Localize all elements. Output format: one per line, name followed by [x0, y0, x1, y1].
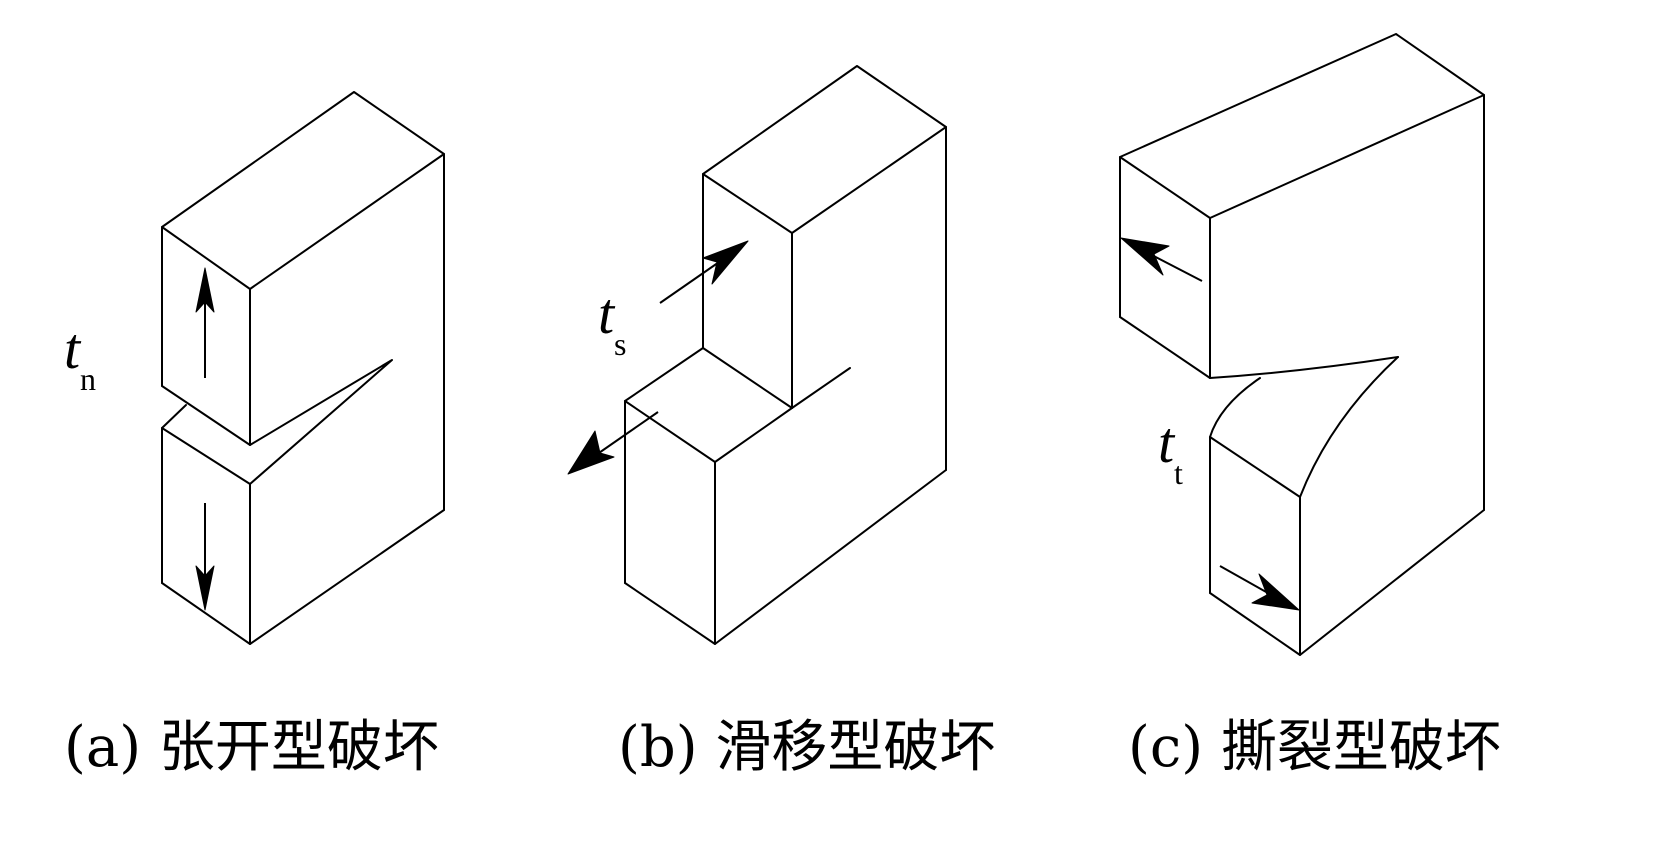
panel-c-symbol-subscript: t [1174, 455, 1183, 491]
panel-b-arrow-upper [659, 240, 749, 304]
panel-b-crack [791, 367, 851, 409]
panel-c-block [1119, 33, 1485, 656]
panel-a-crack-left-join [161, 404, 187, 429]
panel-c-tear-right-curve [1299, 356, 1399, 498]
panel-a-upper-top-face [161, 91, 445, 290]
panel-b-top-face [702, 65, 947, 234]
panel-b-arrow-lower [567, 411, 659, 475]
panel-b-symbol-subscript: s [614, 326, 626, 362]
panel-c-arrow-upper [1120, 237, 1203, 282]
panel-a-symbol-main: t [64, 316, 82, 381]
panel-c-tear-top-curve [1209, 356, 1399, 379]
panel-b-caption: (b) 滑移型破坏 [618, 715, 996, 780]
panel-a-symbol-subscript: n [80, 361, 96, 397]
panel-c-tear-left-curve [1209, 377, 1261, 438]
panel-b-lower-top-right [714, 407, 793, 463]
panel-b-block [624, 65, 947, 645]
panel-c-symbol: t t [1158, 410, 1183, 491]
panel-c-arrow-lower [1219, 565, 1300, 611]
panel-b-symbol-main: t [598, 281, 616, 346]
panel-c-caption: (c) 撕裂型破坏 [1128, 715, 1501, 780]
panel-a-upper-bottom-edge [161, 385, 251, 446]
panel-a-lower-top-edge [161, 427, 251, 485]
panel-a-arrow-up [195, 267, 215, 378]
panel-a-caption: (a) 张开型破坏 [64, 715, 439, 780]
panel-b-lower-base [624, 469, 947, 645]
panel-b-step-left [624, 347, 704, 402]
panel-c-top-face [1119, 33, 1485, 219]
panel-a-block [161, 91, 445, 645]
panel-c-lower-base [1209, 509, 1485, 656]
panel-b-lower-top-front [624, 400, 716, 463]
panel-a-arrow-down [195, 503, 215, 611]
panel-b-symbol: t s [598, 281, 626, 362]
panel-a-lower-base [161, 509, 445, 645]
panel-b-step-inner [702, 347, 793, 409]
panel-a-crack [249, 359, 393, 485]
panel-a-symbol: t n [64, 316, 96, 397]
panel-c-symbol-main: t [1158, 410, 1176, 475]
panel-c-upper-bottom-edge [1119, 316, 1211, 379]
panel-c-lower-top-edge [1209, 436, 1301, 498]
